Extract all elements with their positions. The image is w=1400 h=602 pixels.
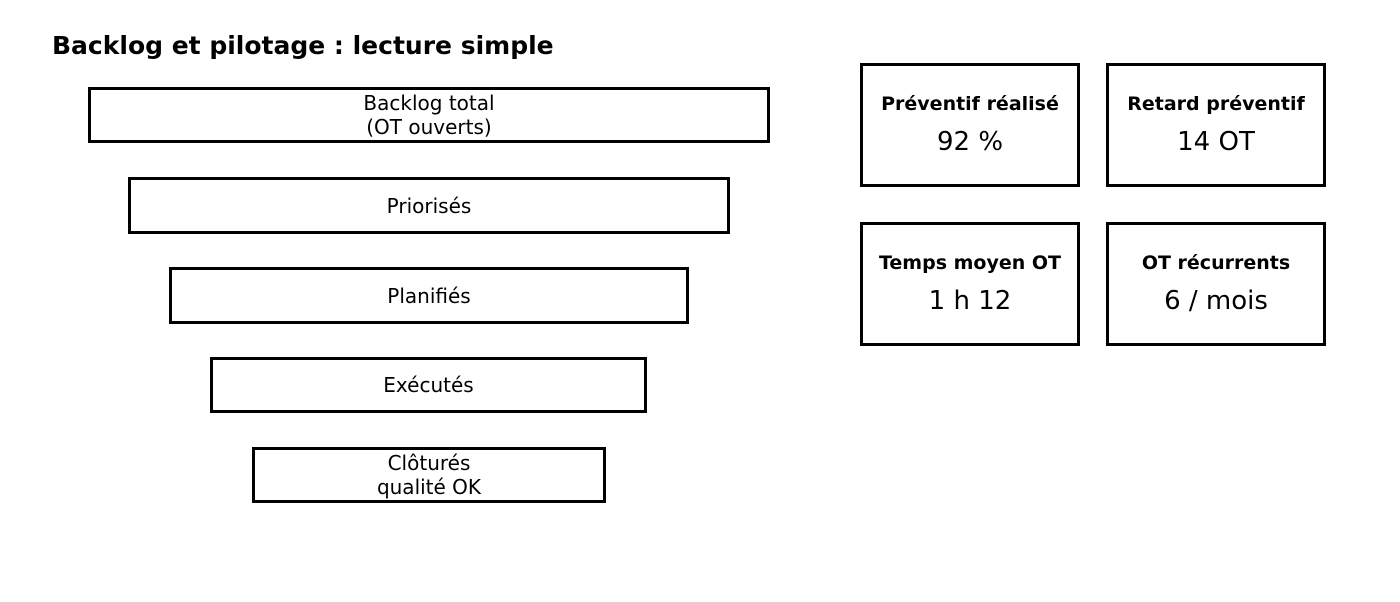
funnel-stage-label: Priorisés xyxy=(386,193,472,218)
funnel-stage-clotures-qualite-ok: Clôturés qualité OK xyxy=(252,447,606,503)
funnel-stage-label: Backlog total (OT ouverts) xyxy=(363,91,495,139)
kpi-card-ot-recurrents: OT récurrents 6 / mois xyxy=(1106,222,1326,346)
funnel-stage-label: Clôturés qualité OK xyxy=(376,451,482,499)
kpi-label: Temps moyen OT xyxy=(878,252,1062,274)
funnel-stage-executes: Exécutés xyxy=(210,357,647,413)
kpi-value: 6 / mois xyxy=(1164,286,1268,316)
funnel-stage-label: Planifiés xyxy=(387,283,471,308)
kpi-value: 14 OT xyxy=(1177,127,1255,157)
kpi-label: Préventif réalisé xyxy=(881,93,1059,115)
funnel-stage-priorises: Priorisés xyxy=(128,177,730,234)
kpi-label: OT récurrents xyxy=(1141,252,1291,274)
kpi-label: Retard préventif xyxy=(1127,93,1305,115)
page-title: Backlog et pilotage : lecture simple xyxy=(52,31,554,60)
kpi-card-retard-preventif: Retard préventif 14 OT xyxy=(1106,63,1326,187)
kpi-card-temps-moyen-ot: Temps moyen OT 1 h 12 xyxy=(860,222,1080,346)
kpi-value: 92 % xyxy=(936,127,1004,157)
kpi-value: 1 h 12 xyxy=(928,286,1012,316)
funnel-stage-planifies: Planifiés xyxy=(169,267,689,324)
funnel-stage-label: Exécutés xyxy=(383,373,474,397)
funnel-stage-backlog-total: Backlog total (OT ouverts) xyxy=(88,87,770,143)
kpi-card-preventif-realise: Préventif réalisé 92 % xyxy=(860,63,1080,187)
